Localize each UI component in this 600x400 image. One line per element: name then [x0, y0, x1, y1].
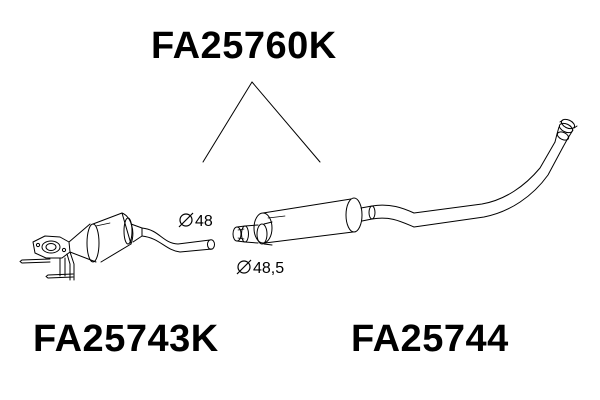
inlet-stub — [232, 221, 273, 246]
silencer-body — [253, 197, 363, 244]
tailpipe-end — [554, 118, 578, 148]
silencer-part-number: FA25744 — [351, 318, 509, 360]
silencer-part — [232, 118, 578, 246]
diameter-icon — [236, 259, 252, 275]
diameter-value-b: 48,5 — [253, 260, 285, 277]
diameter-icon — [178, 212, 194, 228]
kit-bracket — [202, 81, 321, 163]
kit-part-number: FA25760K — [151, 25, 337, 67]
connector-diameter-b: 48,5 — [236, 259, 284, 277]
diameter-value-a: 48 — [195, 213, 213, 230]
catalytic-converter-part — [19, 212, 215, 281]
connector-diameter-a: 48 — [178, 212, 213, 230]
catalytic-converter-part-number: FA25743K — [33, 318, 219, 360]
mounting-flange — [32, 235, 71, 259]
support-bracket — [59, 251, 75, 281]
flange-studs — [19, 258, 74, 279]
